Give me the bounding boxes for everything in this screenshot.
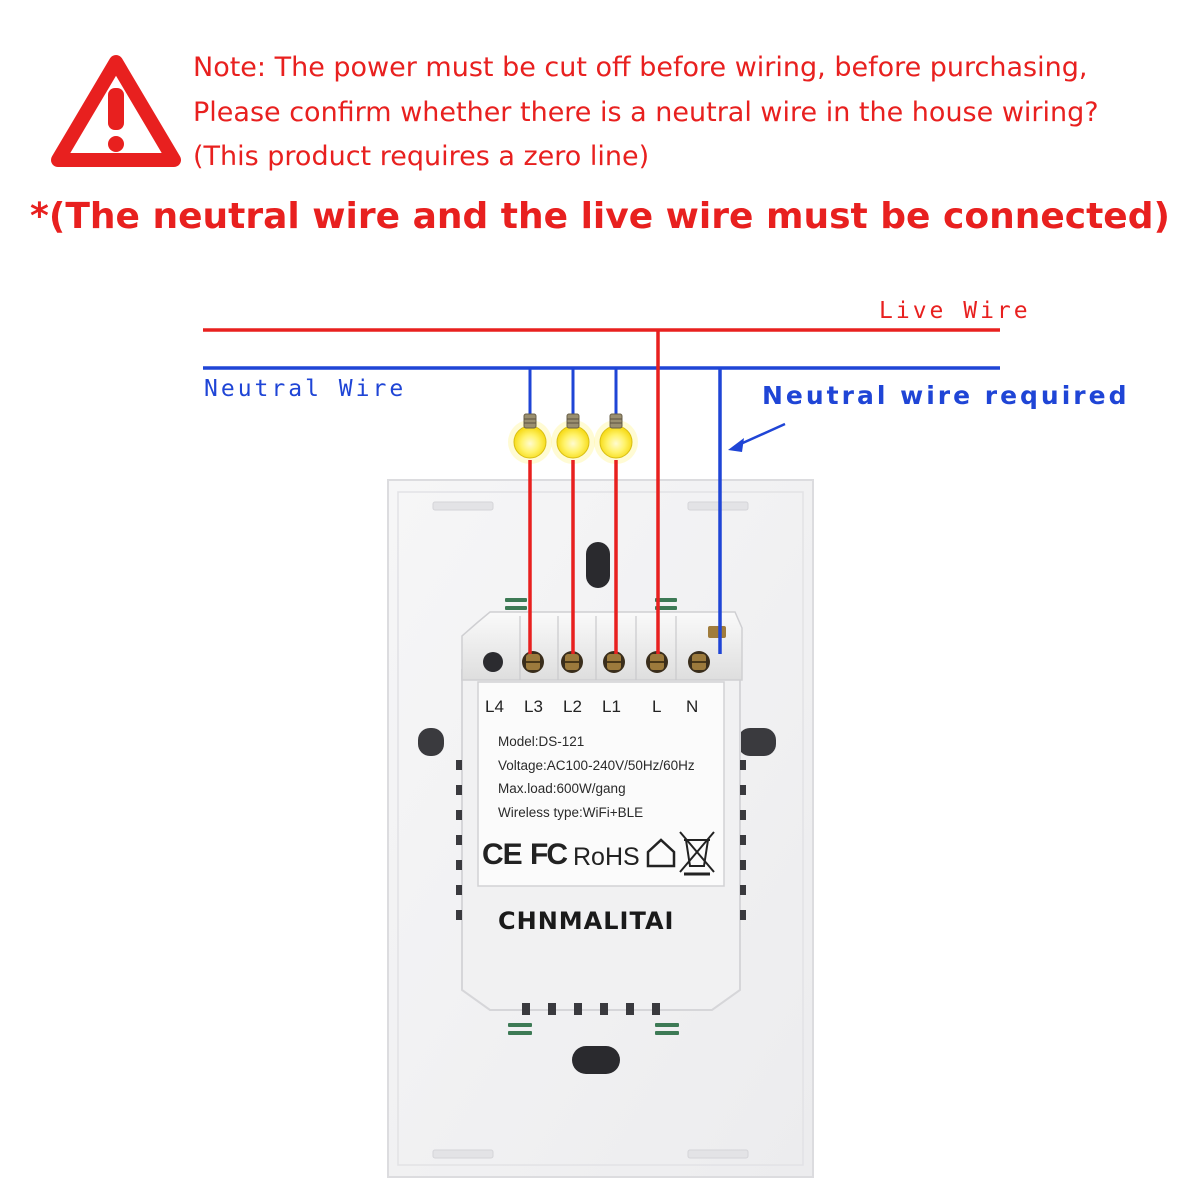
note-line-3: (This product requires a zero line) — [193, 141, 650, 172]
terminal-label: L3 — [524, 697, 543, 716]
terminal-screw — [688, 651, 710, 673]
terminal-block — [461, 611, 743, 681]
callout-arrow-icon — [728, 422, 786, 452]
light-bulb-icon — [508, 413, 552, 464]
light-bulb-icon — [551, 413, 595, 464]
terminal-label: L4 — [485, 697, 504, 716]
terminal-screw — [603, 651, 625, 673]
warning-triangle-icon — [51, 55, 181, 167]
terminal-label: N — [686, 697, 699, 716]
terminal-label: L2 — [563, 697, 582, 716]
spec-wireless: Wireless type:WiFi+BLE — [498, 805, 644, 820]
neutral-wire-label: Neutral Wire — [204, 376, 407, 402]
note-line-2: Please confirm whether there is a neutra… — [193, 97, 1099, 128]
load-wires — [528, 460, 618, 654]
neutral-required-callout: Neutral wire required — [762, 381, 1130, 410]
rohs-mark: RoHS — [573, 843, 640, 871]
spec-load: Max.load:600W/gang — [498, 781, 626, 796]
weee-bin-icon — [679, 831, 715, 876]
terminal-screw — [646, 651, 668, 673]
spec-voltage: Voltage:AC100-240V/50Hz/60Hz — [498, 758, 695, 773]
fc-mark: FC — [530, 838, 568, 871]
note-line-1: Note: The power must be cut off before w… — [193, 52, 1088, 83]
live-wire-label: Live Wire — [879, 298, 1031, 324]
spec-label — [477, 681, 725, 887]
terminal-screw — [522, 651, 544, 673]
light-bulb-icon — [594, 413, 638, 464]
terminal-label: L1 — [602, 697, 621, 716]
terminal-label: L — [652, 697, 662, 716]
terminal-screw — [561, 651, 583, 673]
headline: *(The neutral wire and the live wire mus… — [30, 196, 1170, 237]
house-icon — [646, 838, 676, 868]
certification-marks — [646, 831, 715, 876]
brand-name: CHNMALITAI — [498, 907, 675, 935]
ce-mark: CE — [482, 838, 523, 871]
spec-model: Model:DS-121 — [498, 734, 585, 749]
